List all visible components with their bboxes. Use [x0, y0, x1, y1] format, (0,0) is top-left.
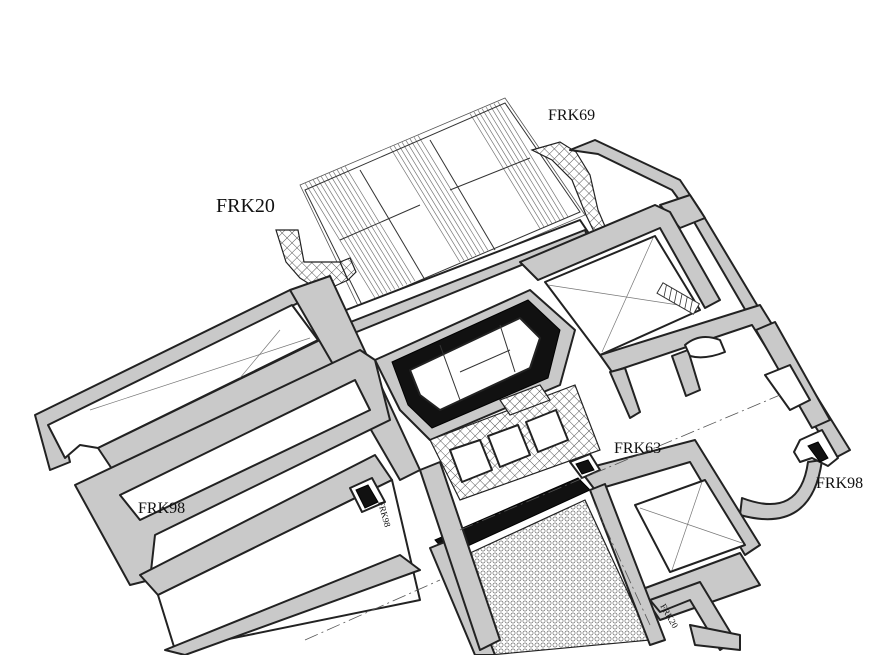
glass-layer-line	[344, 165, 416, 282]
sash-cavity-lines	[547, 237, 699, 353]
curved-profile	[739, 459, 823, 521]
glass-layer-line	[481, 108, 553, 224]
label-frk98-right: FRK98	[816, 475, 863, 492]
lower-left-bottom-inner	[157, 479, 421, 651]
lower-right-cavity-lines	[639, 481, 743, 571]
screw-icon	[656, 282, 701, 315]
glass-layer-line	[340, 167, 412, 283]
lower-right-inner	[634, 479, 746, 573]
centre-line-2	[459, 394, 781, 531]
thermal-break-inner-ribs	[439, 324, 516, 401]
right-inner-stem-1	[609, 367, 641, 419]
glass-layer-line	[332, 170, 404, 287]
glass-layer-line	[397, 143, 469, 260]
label-frk98-left: FRK98	[138, 500, 185, 517]
glass-layer-line	[485, 106, 557, 223]
glass-layer-line	[417, 135, 489, 251]
glass-layer-line	[304, 182, 376, 299]
bottom-right-edge	[689, 624, 741, 651]
glass-layer-line	[316, 177, 388, 294]
frk98-right-gasket-core	[807, 441, 829, 463]
label-frk69: FRK69	[548, 107, 595, 124]
glass-layer-line	[393, 145, 465, 261]
frk98-center-gasket-core	[355, 484, 379, 509]
label-frk63: FRK63	[614, 440, 661, 457]
glass-layer-line	[405, 140, 477, 256]
glass-layer-line	[413, 136, 485, 253]
frk63-insert-cells	[449, 409, 569, 483]
glazing-bead-bump	[684, 335, 726, 359]
lower-sash-right-rail	[589, 483, 666, 646]
frk63-gasket-core	[575, 459, 595, 475]
glass-layer-line	[324, 174, 396, 290]
glass-layer-line	[473, 111, 545, 228]
glass-layer-line	[401, 141, 473, 258]
glass-layer-line	[320, 175, 392, 292]
glass-layer-line	[328, 172, 400, 289]
lower-left-stem	[419, 461, 501, 651]
glass-layer-line	[493, 103, 565, 219]
thermal-break-inner	[409, 317, 541, 411]
upper-sash-frame	[519, 204, 721, 309]
upper-sash-inner	[544, 235, 701, 356]
glass-layer-line	[336, 169, 408, 285]
label-frk20: FRK20	[216, 195, 275, 217]
centre-line-3	[594, 504, 651, 626]
centre-line-1	[304, 579, 441, 641]
glass-layer-line	[469, 113, 541, 229]
frk63-top-tab	[499, 384, 551, 416]
glazing-unit	[299, 97, 586, 311]
glass-layer-line	[409, 138, 481, 254]
lower-left-bottom-web	[164, 554, 421, 655]
lower-left-inner	[119, 379, 371, 521]
frk20-lip	[339, 257, 357, 282]
glass-layer-line	[489, 105, 561, 221]
glass-layer-line	[497, 101, 569, 218]
right-inner-stem-2	[671, 349, 701, 397]
right-inner-box	[764, 364, 811, 411]
glass-layer-line	[477, 110, 549, 226]
glass-layer-line	[389, 147, 461, 263]
